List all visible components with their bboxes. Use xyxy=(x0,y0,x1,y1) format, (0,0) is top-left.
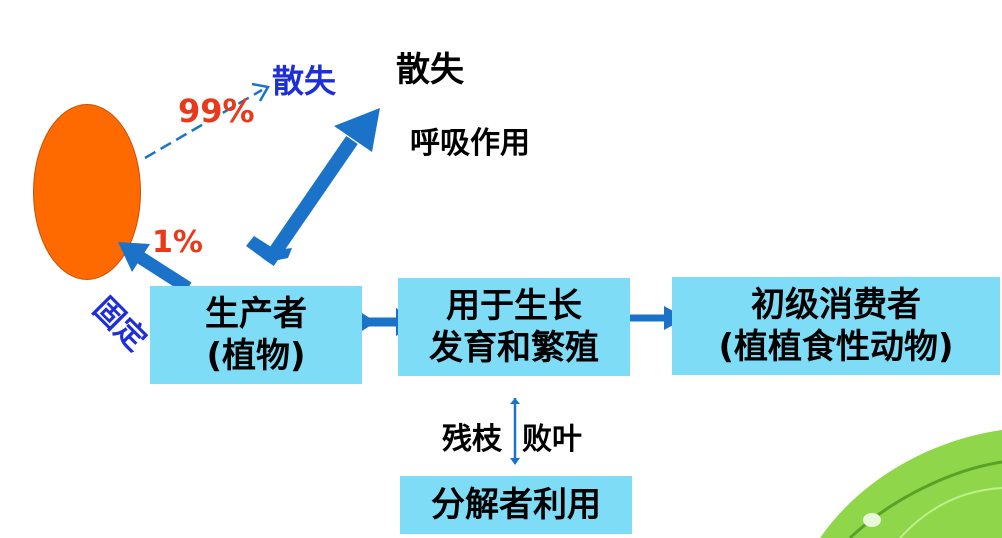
primary-consumer-line2: (植植食性动物) xyxy=(718,327,954,367)
primary-consumer-line1: 初级消费者 xyxy=(751,284,921,325)
percent-1-label: 1% xyxy=(152,225,203,260)
lost-label-black: 散失 xyxy=(396,50,464,90)
respiration-arrow xyxy=(246,108,380,266)
producer-line1: 生产者 xyxy=(205,293,307,334)
producer-line2: (植物) xyxy=(206,336,306,376)
producer-node: 生产者 (植物) xyxy=(150,286,362,384)
percent-99-label: 99% xyxy=(178,92,255,130)
residue-label-right: 败叶 xyxy=(522,422,582,457)
lost-label-blue: 散失 xyxy=(272,62,337,100)
primary-consumer-node: 初级消费者 (植植食性动物) xyxy=(672,277,1000,375)
growth-line2: 发育和繁殖 xyxy=(429,328,599,368)
growth-line1: 用于生长 xyxy=(446,285,582,326)
growth-node: 用于生长 发育和繁殖 xyxy=(398,278,630,376)
leaf-decoration xyxy=(820,430,1002,538)
decomposer-label: 分解者利用 xyxy=(431,484,601,525)
growth-to-decomposer-arrow xyxy=(510,398,520,465)
dashed-arrow-lost xyxy=(144,82,270,160)
respiration-label: 呼吸作用 xyxy=(410,126,530,161)
residue-label-left: 残枝 xyxy=(442,422,502,457)
decomposer-node: 分解者利用 xyxy=(400,476,632,534)
